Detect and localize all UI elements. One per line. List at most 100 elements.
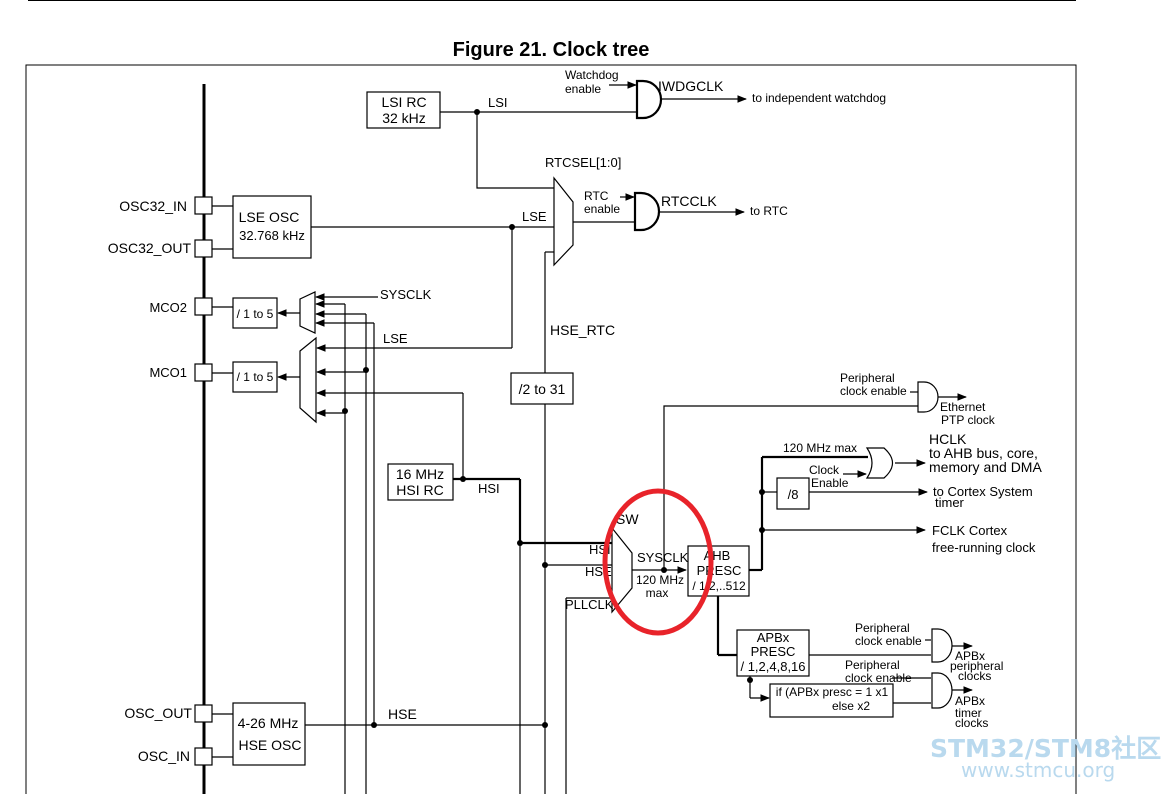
svg-text:Peripheral: Peripheral [855, 621, 910, 635]
figure-frame [25, 64, 1077, 794]
pin-mco2: MCO2 [149, 297, 213, 316]
watermark-url: www.stmcu.org [961, 758, 1115, 782]
lsi-rc-block: LSI RC 32 kHz [366, 91, 441, 129]
svg-text:SYSCLK: SYSCLK [380, 287, 432, 302]
sysclk-label: SYSCLK [637, 550, 689, 565]
svg-text:PRESC: PRESC [697, 563, 742, 578]
svg-text:RTC: RTC [584, 189, 609, 203]
pin-osc-in: OSC_IN [138, 747, 213, 766]
sysclk-max-label-2: max [646, 586, 669, 600]
svg-text:/8: /8 [788, 487, 799, 502]
svg-text:/ 1 to 5: / 1 to 5 [237, 370, 274, 384]
svg-text:/ 1,2,4,8,16: / 1,2,4,8,16 [740, 659, 805, 674]
lse-rtc-label: LSE [522, 209, 547, 224]
fclk-label-2: free-running clock [932, 540, 1036, 555]
svg-text:HSI RC: HSI RC [396, 482, 443, 498]
svg-text:Enable: Enable [811, 476, 849, 490]
svg-text:LSE OSC: LSE OSC [239, 209, 300, 225]
svg-text:PLLCLK: PLLCLK [565, 597, 614, 612]
svg-text:clocks: clocks [955, 716, 988, 730]
svg-text:OSC_IN: OSC_IN [138, 748, 190, 764]
mco2-mux: SYSCLK [299, 287, 432, 334]
svg-text:LSE: LSE [383, 331, 408, 346]
sysclk-max-label: 120 MHz [636, 573, 684, 587]
svg-text:APBx: APBx [955, 694, 985, 708]
svg-text:AHB: AHB [704, 548, 731, 563]
hclk-gate: Clock Enable HCLK to AHB bus, core, memo… [809, 431, 1042, 490]
svg-text:OSC32_IN: OSC32_IN [119, 198, 187, 214]
pin-osc32-out: OSC32_OUT [108, 239, 213, 258]
watermark-brand: STM32/STM8社区 [930, 734, 1161, 763]
mco2-divider: / 1 to 5 [232, 297, 278, 329]
hse-rtc-divider: /2 to 31 [510, 372, 574, 405]
svg-text:/2 to 31: /2 to 31 [519, 381, 566, 397]
fclk-label: FCLK Cortex [932, 523, 1008, 538]
svg-text:4-26 MHz: 4-26 MHz [238, 715, 299, 731]
figure-title: Figure 21. Clock tree [453, 39, 650, 61]
svg-text:HSE OSC: HSE OSC [238, 737, 301, 753]
svg-text:APBx: APBx [757, 630, 790, 645]
svg-text:Watchdog: Watchdog [565, 68, 619, 82]
svg-text:clock enable: clock enable [855, 634, 922, 648]
svg-text:peripheral: peripheral [950, 659, 1003, 673]
svg-text:enable: enable [584, 202, 620, 216]
svg-text:MCO2: MCO2 [149, 300, 187, 315]
ahb-prescaler: AHB PRESC / 1,2,..512 [687, 545, 750, 597]
div8-block: /8 [776, 477, 810, 510]
svg-text:HCLK: HCLK [929, 431, 967, 447]
apbx-prescaler: APBx PRESC / 1,2,4,8,16 [736, 629, 810, 677]
svg-text:clocks: clocks [958, 669, 991, 683]
svg-text:Peripheral: Peripheral [840, 371, 895, 385]
svg-text:to AHB bus, core,: to AHB bus, core, [929, 445, 1038, 461]
svg-text:/ 1,2,..512: / 1,2,..512 [692, 579, 746, 593]
svg-text:/ 1 to 5: / 1 to 5 [237, 307, 274, 321]
svg-text:Peripheral: Peripheral [845, 658, 900, 672]
cortex-timer-label: to Cortex System [933, 484, 1033, 499]
hsi-rc-block: 16 MHz HSI RC [387, 463, 454, 501]
cortex-timer-label-2: timer [935, 495, 965, 510]
sysclk-mux: SW HSI HSE PLLCLK [565, 511, 639, 794]
svg-text:RTCSEL[1:0]: RTCSEL[1:0] [545, 155, 621, 170]
svg-text:32.768 kHz: 32.768 kHz [239, 228, 305, 243]
svg-text:SW: SW [616, 511, 639, 527]
svg-text:APBx: APBx [955, 649, 985, 663]
svg-text:Clock: Clock [809, 463, 840, 477]
svg-text:clock enable: clock enable [845, 671, 912, 685]
lse-osc-block: LSE OSC 32.768 kHz [232, 195, 312, 259]
mco1-divider: / 1 to 5 [232, 361, 278, 393]
pin-mco1: MCO1 [149, 363, 213, 382]
hse-osc-block: 4-26 MHz HSE OSC [232, 702, 306, 766]
mco1-mux: LSE [299, 227, 513, 424]
svg-text:to independent watchdog: to independent watchdog [752, 91, 886, 105]
rtc-gate: RTC enable RTCCLK to RTC [584, 189, 788, 232]
iwdg-gate: Watchdog enable IWDGCLK to independent w… [565, 68, 886, 120]
svg-text:if (APBx presc = 1 x1: if (APBx presc = 1 x1 [776, 685, 889, 699]
hsi-label: HSI [478, 481, 500, 496]
svg-text:memory and DMA: memory and DMA [929, 459, 1042, 475]
ahb-max-label: 120 MHz max [783, 441, 857, 455]
svg-text:IWDGCLK: IWDGCLK [658, 78, 724, 94]
svg-text:OSC32_OUT: OSC32_OUT [108, 240, 192, 256]
pin-osc32-in: OSC32_IN [119, 196, 213, 215]
hse-label: HSE [388, 706, 417, 722]
apb-periph-gate: Peripheral clock enable APBx peripheral … [855, 621, 1003, 683]
lsi-label: LSI [488, 95, 508, 110]
svg-text:32 kHz: 32 kHz [382, 110, 426, 126]
svg-text:timer: timer [955, 706, 982, 720]
rtc-mux: RTCSEL[1:0] [545, 155, 634, 267]
svg-text:LSI RC: LSI RC [381, 94, 426, 110]
ethernet-gate: Peripheral clock enable Ethernet PTP clo… [840, 371, 996, 427]
svg-text:enable: enable [565, 82, 601, 96]
pin-osc-out: OSC_OUT [124, 704, 213, 723]
hse-rtc-label: HSE_RTC [550, 322, 615, 338]
highlight-circle [602, 488, 714, 636]
svg-text:Ethernet: Ethernet [940, 400, 986, 414]
svg-text:OSC_OUT: OSC_OUT [124, 705, 192, 721]
svg-text:MCO1: MCO1 [149, 365, 187, 380]
svg-text:to RTC: to RTC [750, 204, 788, 218]
svg-text:RTCCLK: RTCCLK [661, 193, 717, 209]
svg-text:PTP clock: PTP clock [941, 413, 996, 427]
timer-multiplier: if (APBx presc = 1 x1 else x2 [769, 683, 894, 718]
svg-text:PRESC: PRESC [751, 644, 796, 659]
